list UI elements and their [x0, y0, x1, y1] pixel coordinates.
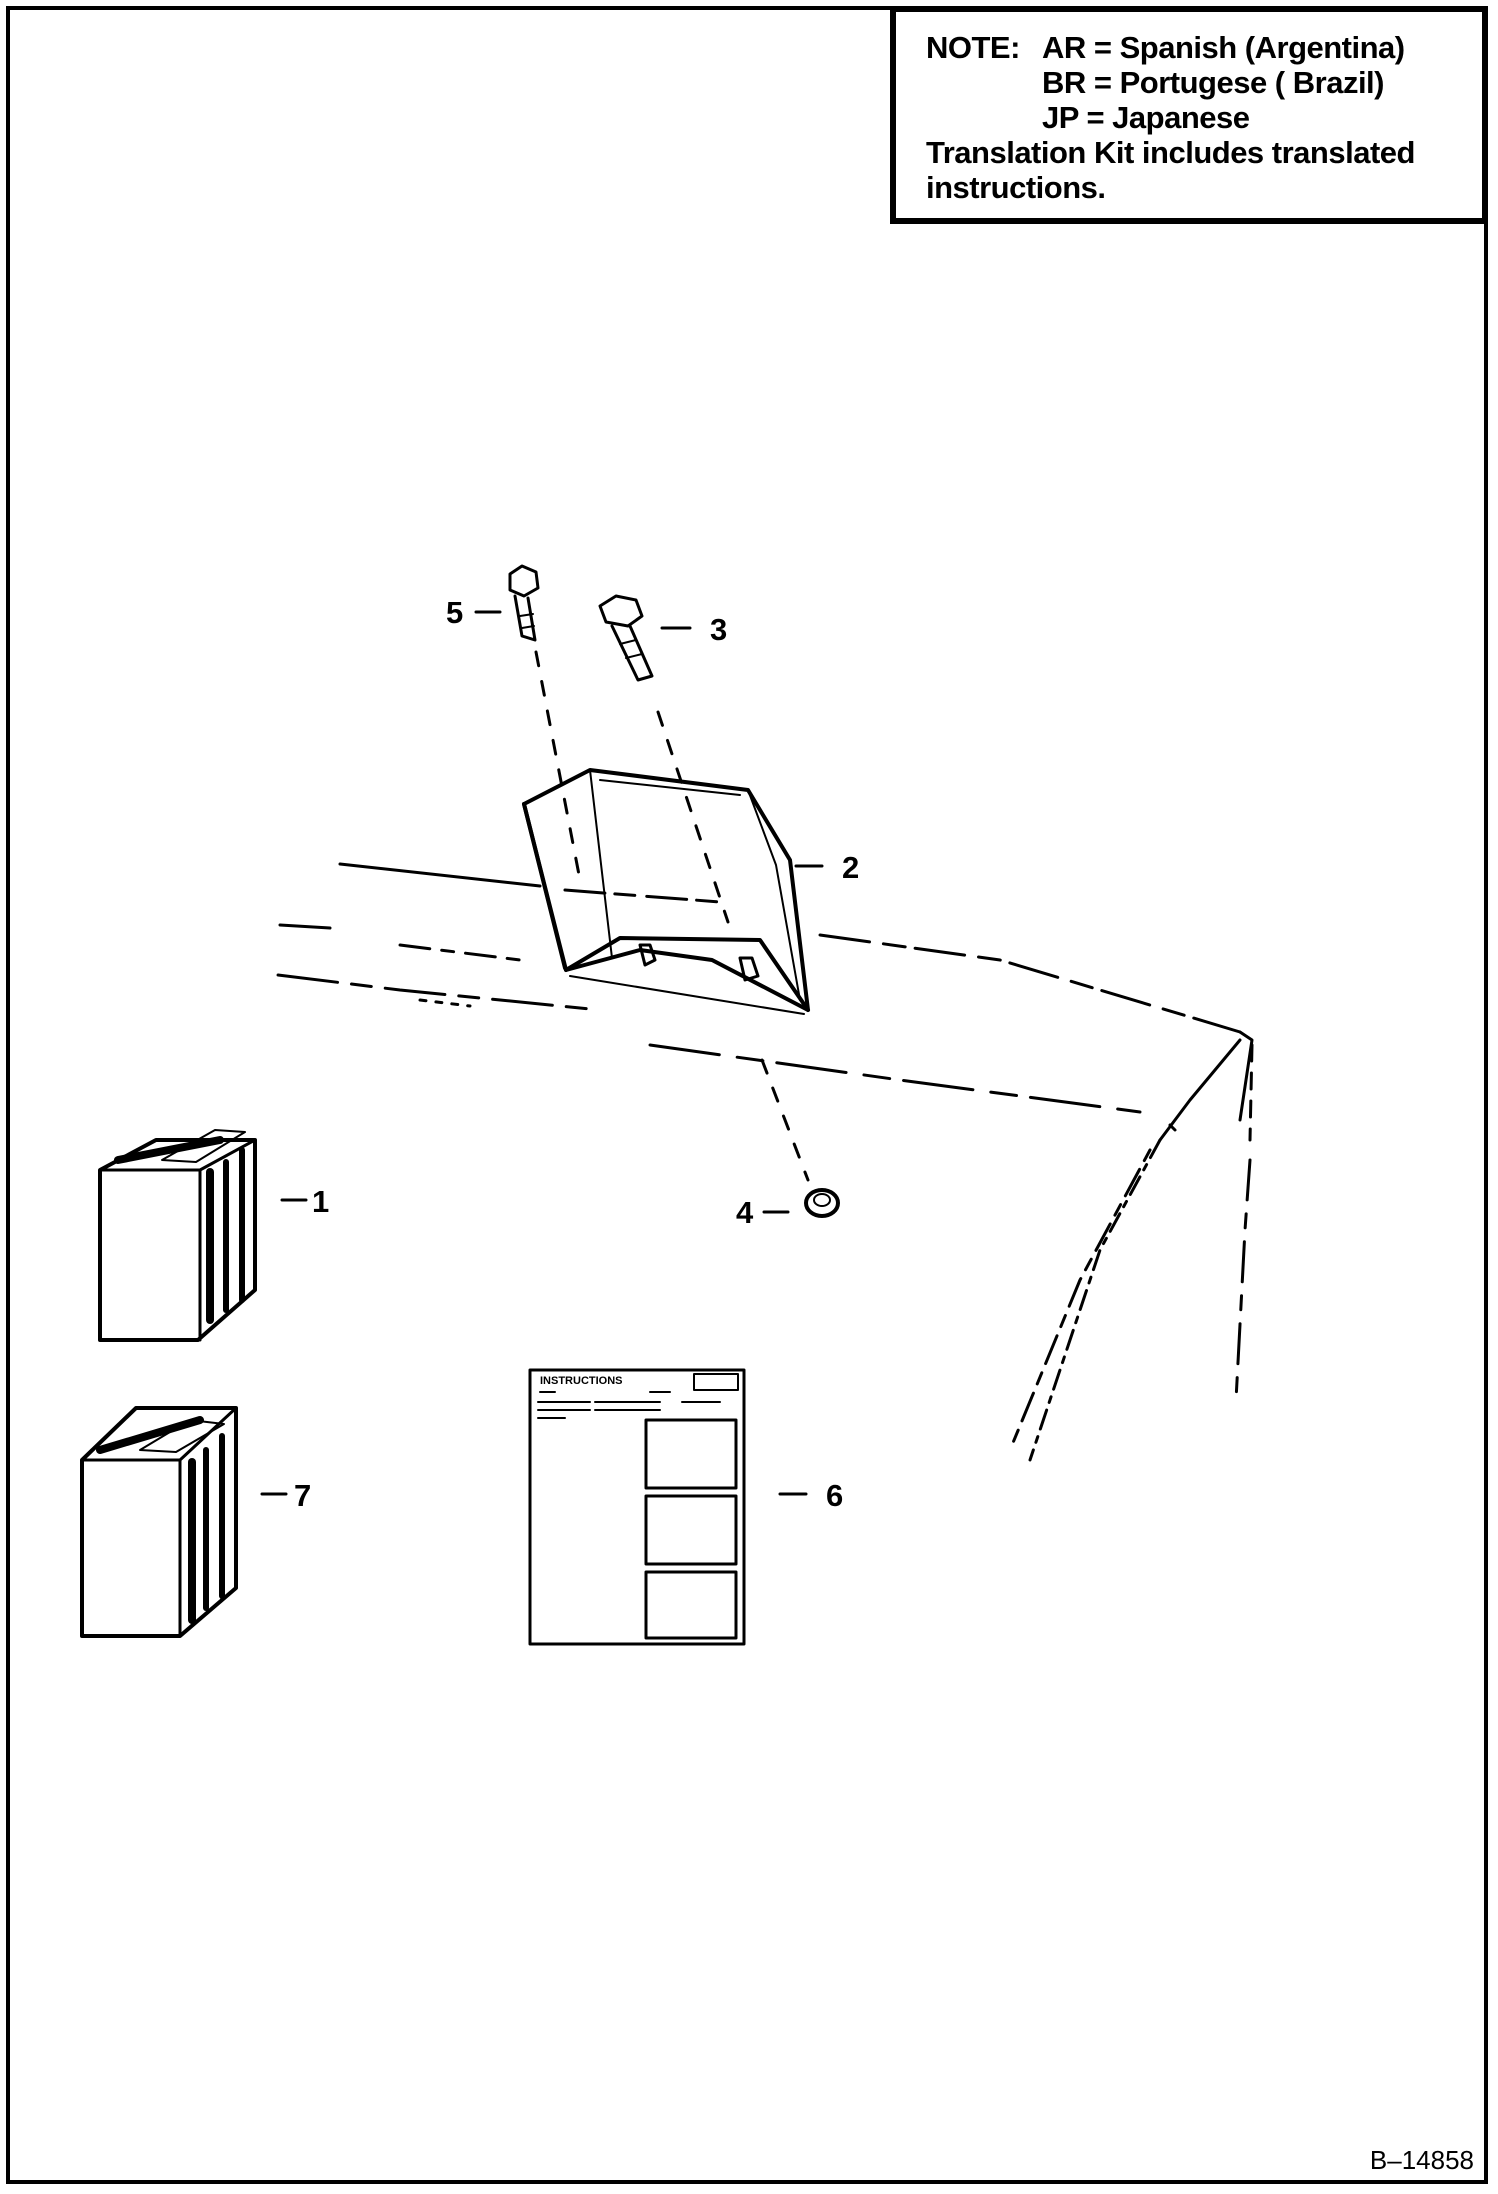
machine-frame	[276, 862, 1254, 1462]
bolt-part-5	[508, 564, 582, 882]
note-ar-text: AR = Spanish (Argentina)	[1042, 30, 1405, 65]
bracket-part-2	[522, 768, 810, 1015]
page-border	[6, 6, 1488, 2184]
callout-6: 6	[826, 1478, 843, 1513]
note-line-4: Translation Kit includes translated	[926, 135, 1415, 170]
note-line-5: instructions.	[926, 170, 1106, 205]
note-line-2: BR = Portugese ( Brazil)	[1042, 65, 1385, 100]
callout-5: 5	[446, 595, 463, 630]
nut-part-4	[804, 1188, 840, 1218]
note-box: NOTE: AR = Spanish (Argentina) BR = Portu…	[890, 6, 1488, 224]
callout-4: 4	[736, 1195, 754, 1230]
bolt-part-3	[598, 594, 730, 924]
figure-id: B–14858	[1369, 2145, 1474, 2175]
callout-2: 2	[842, 850, 859, 885]
kit-box-1	[98, 1129, 257, 1342]
leader-lines	[260, 610, 824, 1496]
note-line-3: JP = Japanese	[1042, 100, 1250, 135]
note-line-1: NOTE: AR = Spanish (Argentina)	[926, 30, 1482, 65]
note-label: NOTE:	[926, 30, 1020, 65]
instruction-sheet-6	[528, 1368, 746, 1646]
kit-box-7	[80, 1406, 238, 1638]
sheet-title: INSTRUCTIONS	[540, 1375, 623, 1387]
callout-3: 3	[710, 612, 727, 647]
callout-1: 1	[312, 1184, 329, 1219]
callout-7: 7	[294, 1478, 311, 1513]
callout-labels: 5 3 2 4 1 7 6	[294, 595, 859, 1513]
